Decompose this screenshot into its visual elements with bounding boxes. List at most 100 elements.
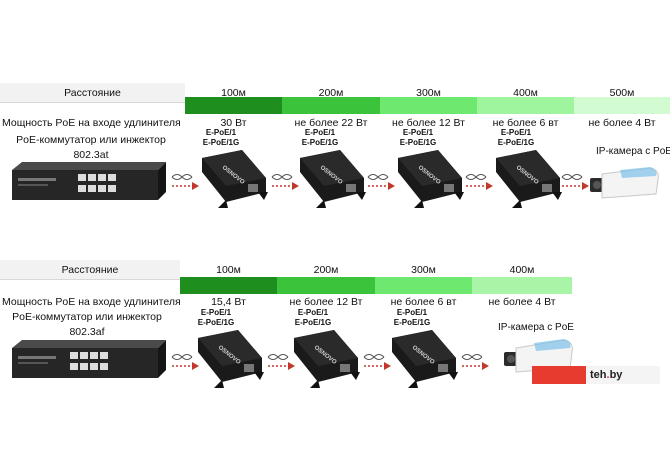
extender-mount-tab: [512, 200, 522, 208]
top-camera-label: IP-камера с PoE: [596, 146, 670, 157]
bottom-band-300: [375, 277, 472, 294]
extender-mount-tab: [310, 380, 320, 388]
camera-lens: [593, 181, 601, 189]
top-power-500: не более 4 Вт: [588, 117, 656, 129]
bottom-extender-2: OSNOVO: [294, 330, 360, 388]
top-band-500: [574, 97, 670, 114]
extender-mount-tab: [218, 200, 228, 208]
extender-mount-tab: [448, 372, 458, 380]
arrow-head-icon: [192, 182, 199, 190]
rj45-port-icon: [542, 184, 552, 192]
top-extender-3: OSNOVO: [398, 150, 464, 208]
bottom-band-200: [277, 277, 375, 294]
top-distance-200: 200м: [318, 87, 344, 99]
twisted-pair-icon: [171, 354, 193, 360]
top-distance-300: 300м: [416, 87, 441, 99]
extender-top: [496, 150, 560, 186]
extender-mount-tab: [316, 200, 326, 208]
twisted-pair-icon: [267, 354, 289, 360]
bottom-camera-label: IP-камера с PoE: [498, 322, 574, 333]
top-extender-1: OSNOVO: [202, 150, 268, 208]
rj45-port-icon: [340, 364, 350, 372]
extender-top: [392, 330, 456, 366]
extender-mount-tab: [414, 200, 424, 208]
bottom-ip-camera: [504, 339, 573, 373]
bottom-power-400: не более 4 Вт: [488, 296, 556, 308]
top-source-line1: PoE-коммутатор или инжектор: [16, 134, 166, 146]
twisted-pair-icon: [561, 174, 583, 180]
arrow-head-icon: [482, 362, 489, 370]
arrow-head-icon: [388, 182, 395, 190]
arrow-head-icon: [288, 362, 295, 370]
bottom-band-100: [180, 277, 277, 294]
top-power-400: не более 6 вт: [492, 117, 559, 129]
bottom-source-line1: PoE-коммутатор или инжектор: [12, 311, 162, 323]
bottom-power-300: не более 6 вт: [390, 296, 457, 308]
switch-side-face: [158, 340, 166, 378]
bottom-source-line2: 802.3af: [69, 326, 105, 338]
rj45-port-icon: [438, 364, 448, 372]
top-band-400: [477, 97, 574, 114]
bottom-cable-3: [363, 354, 391, 370]
top-band-300: [380, 97, 477, 114]
bottom-extender-3: OSNOVO: [392, 330, 458, 388]
bottom-distance-400: 400м: [509, 264, 535, 276]
top-distance-100: 100м: [221, 87, 246, 99]
extender-mount-tab: [350, 372, 360, 380]
top-ip-camera: [590, 167, 659, 199]
bottom-distance-label: Расстояние: [0, 260, 180, 280]
watermark-red-block: [532, 366, 586, 384]
top-extender-4: OSNOVO: [496, 150, 562, 208]
top-cable-5: [561, 174, 589, 190]
top-distance-400: 400м: [513, 87, 538, 99]
camera-visor: [620, 167, 657, 178]
top-cable-1: [171, 174, 199, 190]
extender-mount-tab: [258, 192, 268, 200]
extender-mount-tab: [552, 192, 562, 200]
arrow-head-icon: [384, 362, 391, 370]
top-distance-label: Расстояние: [0, 83, 185, 103]
switch-logo-mark: [18, 178, 56, 181]
extender-top: [202, 150, 266, 186]
arrow-head-icon: [192, 362, 199, 370]
bottom-cable-4: [461, 354, 489, 370]
extender-mount-tab: [454, 192, 464, 200]
switch-side-face: [158, 162, 166, 200]
bottom-distance-100: 100м: [216, 264, 241, 276]
rj45-port-icon: [248, 184, 258, 192]
bottom-cable-2: [267, 354, 295, 370]
arrow-head-icon: [292, 182, 299, 190]
twisted-pair-icon: [461, 354, 483, 360]
switch-ports: [78, 174, 116, 192]
switch-logo-mark: [18, 356, 56, 359]
top-cable-4: [465, 174, 493, 190]
top-power-100: 30 Вт: [220, 117, 247, 129]
switch-top-face: [12, 162, 166, 170]
switch-ports: [70, 352, 108, 370]
bottom-power-label: Мощность PoE на входе удлинителя: [2, 296, 181, 308]
top-power-200: не более 22 Вт: [294, 117, 368, 129]
watermark-text: teh.by: [586, 366, 661, 384]
bottom-power-200: не более 12 Вт: [289, 296, 363, 308]
extender-top: [198, 330, 262, 366]
bottom-cable-1: [171, 354, 199, 370]
top-diagram: Расстояние 100м 200м 300м 400м 500м Мощн…: [0, 83, 670, 208]
extender-mount-tab: [408, 380, 418, 388]
camera-lens: [507, 355, 515, 363]
rj45-port-icon: [346, 184, 356, 192]
top-source-line2: 802.3at: [73, 149, 109, 161]
bottom-power-100: 15,4 Вт: [211, 296, 246, 308]
bottom-poe-switch: [12, 340, 166, 378]
twisted-pair-icon: [363, 354, 385, 360]
top-band-200: [282, 97, 380, 114]
extender-mount-tab: [356, 192, 366, 200]
rj45-port-icon: [244, 364, 254, 372]
rj45-port-icon: [444, 184, 454, 192]
top-cable-2: [271, 174, 299, 190]
extender-top: [300, 150, 364, 186]
bottom-distance-300: 300м: [411, 264, 436, 276]
